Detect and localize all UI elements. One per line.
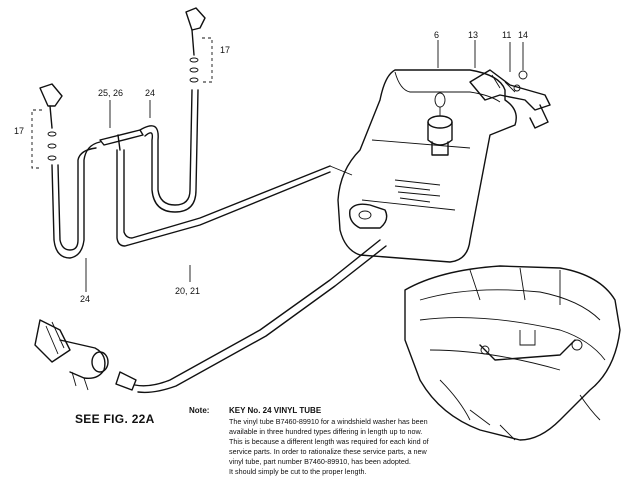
washer-pump-connector — [34, 319, 137, 391]
part-label-25-26: 25, 26 — [98, 88, 124, 98]
note-line: vinyl tube, part number B7460-89910, has… — [229, 457, 411, 466]
see-figure-reference: SEE FIG. 22A — [75, 412, 155, 426]
note-line: It should simply be cut to the proper le… — [229, 467, 367, 476]
note-line: service parts. In order to rationalize t… — [229, 447, 427, 456]
part-label-20-21: 20, 21 — [175, 286, 201, 296]
part-label-14: 14 — [518, 30, 529, 40]
note-line: The vinyl tube B7460-89910 for a windshi… — [229, 417, 428, 426]
part-label-13: 13 — [468, 30, 479, 40]
part-label-17-top: 17 — [220, 45, 231, 55]
note-label: Note: — [189, 406, 210, 415]
part-label-24-bottom: 24 — [80, 294, 91, 304]
part-label-24-top: 24 — [145, 88, 156, 98]
note-line: available in three hundred types differi… — [229, 427, 423, 436]
car-illustration — [404, 265, 621, 441]
tank-bracket — [469, 40, 551, 129]
part-label-6: 6 — [434, 30, 440, 40]
washer-tank — [337, 69, 517, 263]
note-title: KEY No. 24 VINYL TUBE — [229, 406, 322, 415]
tee-joint — [99, 100, 144, 151]
note-line: This is because a different length was r… — [229, 437, 429, 446]
tank-label-marks — [394, 179, 441, 203]
leader-lines — [85, 40, 439, 292]
part-label-17-left: 17 — [14, 126, 25, 136]
vinyl-tubes — [51, 89, 387, 394]
washer-nozzle-right — [185, 7, 213, 83]
washer-nozzle-left — [31, 83, 63, 169]
part-label-11: 11 — [502, 30, 512, 40]
